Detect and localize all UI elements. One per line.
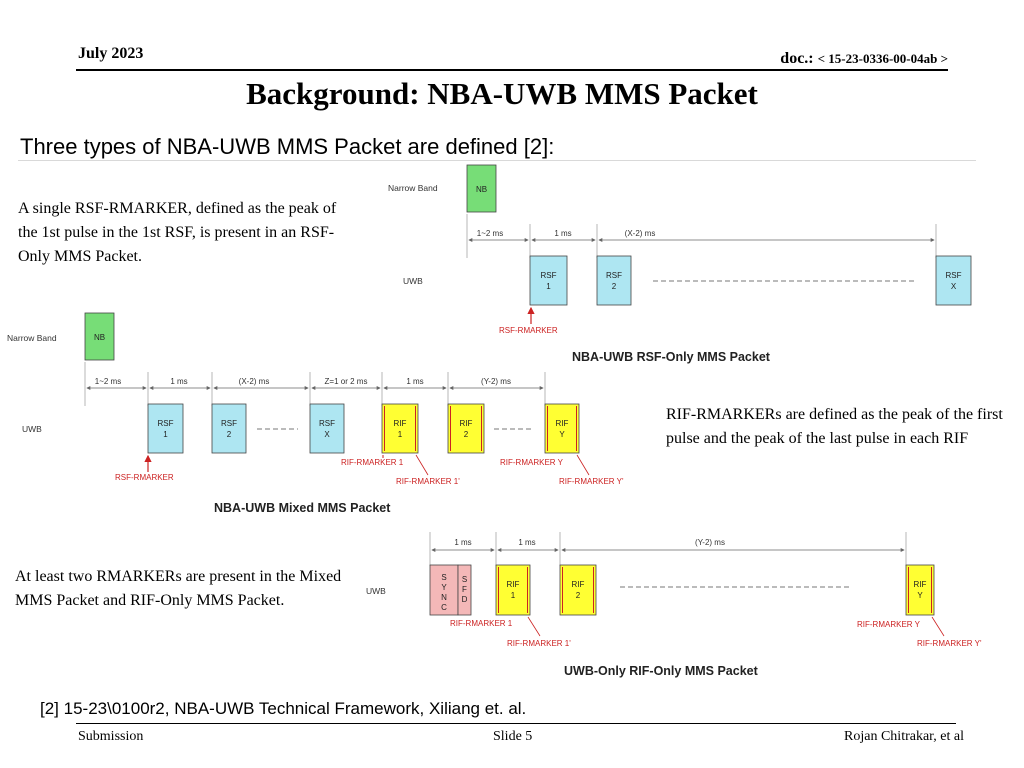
d2-duration-4: Z=1 or 2 ms — [325, 377, 368, 386]
d1-duration-1: 1~2 ms — [477, 229, 503, 238]
d1-rsf2-box — [596, 255, 632, 306]
d2-rif1-label: RIF — [394, 419, 407, 428]
d2-rsf2-index: 2 — [227, 430, 232, 439]
d2-rsf2-box — [211, 403, 247, 454]
d2-rsfx-index: X — [324, 430, 330, 439]
d2-rsf1-index: 1 — [163, 430, 168, 439]
d2-duration-2: 1 ms — [170, 377, 187, 386]
d2-rif1-box — [381, 403, 419, 454]
d1-rsf2-label: RSF — [606, 271, 622, 280]
header-date: July 2023 — [78, 45, 144, 62]
d3-rif1-box — [495, 564, 531, 616]
header-doc-prefix: doc.: — [780, 50, 818, 67]
d2-rif2-box — [447, 403, 485, 454]
d1-rsf1-box — [529, 255, 568, 306]
d1-rsfx-box — [935, 255, 972, 306]
d2-duration-5: 1 ms — [406, 377, 423, 386]
rif-only-diagram: UWB 1 ms 1 ms (Y-2) ms S Y N C S F D RIF… — [366, 532, 982, 678]
d3-sync-char-2: Y — [441, 583, 447, 592]
subtitle-rule — [18, 160, 976, 161]
d2-rif-marker-yp: RIF-RMARKER Y' — [559, 477, 624, 486]
d1-caption: NBA-UWB RSF-Only MMS Packet — [572, 350, 771, 364]
d2-duration-3: (X-2) ms — [239, 377, 270, 386]
d3-rif-marker-yp: RIF-RMARKER Y' — [917, 639, 982, 648]
d1-rsf2-index: 2 — [612, 282, 617, 291]
d2-rif-marker-1p: RIF-RMARKER 1' — [396, 477, 460, 486]
d1-rsfx-label: RSF — [946, 271, 962, 280]
rsf-only-description: A single RSF-RMARKER, defined as the pea… — [18, 200, 337, 265]
d2-rsfx-label: RSF — [319, 419, 335, 428]
d2-rif-marker-1: RIF-RMARKER 1 — [341, 458, 404, 467]
d1-narrow-band-label: Narrow Band — [388, 183, 438, 193]
d2-rsf1-box — [147, 403, 184, 454]
footer-author: Rojan Chitrakar, et al — [844, 729, 964, 744]
d3-duration-3: (Y-2) ms — [695, 538, 725, 547]
d3-duration-2: 1 ms — [518, 538, 535, 547]
d2-nb-box — [84, 312, 115, 361]
header-doc-number: < 15-23-0336-00-04ab > — [817, 51, 948, 66]
d3-sfd-char-1: S — [462, 575, 467, 584]
d3-rify-index: Y — [917, 591, 923, 600]
d2-rif1-index: 1 — [398, 430, 403, 439]
d3-rify-box — [905, 564, 935, 616]
reference-citation: [2] 15-23\0100r2, NBA-UWB Technical Fram… — [40, 699, 527, 718]
d1-rsf1-label: RSF — [541, 271, 557, 280]
d2-caption: NBA-UWB Mixed MMS Packet — [214, 501, 391, 515]
d3-sync-box — [429, 564, 459, 616]
d3-caption: UWB-Only RIF-Only MMS Packet — [564, 664, 759, 678]
d2-rify-index: Y — [559, 430, 565, 439]
d3-sync-char-4: C — [441, 603, 447, 612]
d2-rsf2-label: RSF — [221, 419, 237, 428]
d3-sync-char-3: N — [441, 593, 447, 602]
d1-nb-text: NB — [476, 185, 487, 194]
d3-rif-marker-y: RIF-RMARKER Y — [857, 620, 921, 629]
d3-sfd-char-2: F — [462, 585, 467, 594]
d3-uwb-label: UWB — [366, 586, 386, 596]
footer-rule — [76, 723, 956, 724]
d3-duration-1: 1 ms — [454, 538, 471, 547]
d1-nb-box — [466, 164, 497, 213]
d3-sync-char-1: S — [441, 573, 446, 582]
d3-rif1-index: 1 — [511, 591, 516, 600]
d2-rify-label: RIF — [556, 419, 569, 428]
d3-rif2-index: 2 — [576, 591, 581, 600]
d2-rsfx-box — [309, 403, 345, 454]
slide-subtitle: Three types of NBA-UWB MMS Packet are de… — [20, 134, 555, 159]
d3-rif2-label: RIF — [572, 580, 585, 589]
d3-rif-marker-1p: RIF-RMARKER 1' — [507, 639, 571, 648]
rif-rmarker-description: RIF-RMARKERs are defined as the peak of … — [666, 406, 1003, 447]
d2-duration-6: (Y-2) ms — [481, 377, 511, 386]
d2-rify-box — [544, 403, 580, 454]
d1-rsf1-index: 1 — [546, 282, 551, 291]
footer-slide-number: Slide 5 — [493, 729, 533, 744]
slide-title: Background: NBA-UWB MMS Packet — [246, 76, 758, 111]
d3-sfd-box — [457, 564, 472, 616]
d3-rif-marker-1: RIF-RMARKER 1 — [450, 619, 513, 628]
d3-rify-label: RIF — [914, 580, 927, 589]
d2-narrow-band-label: Narrow Band — [7, 333, 57, 343]
d1-uwb-label: UWB — [403, 276, 423, 286]
header-doc: doc.: < 15-23-0336-00-04ab > — [780, 50, 948, 68]
d2-duration-1: 1~2 ms — [95, 377, 121, 386]
d2-rif-marker-y: RIF-RMARKER Y — [500, 458, 564, 467]
header-rule — [76, 69, 948, 71]
d2-rsf-marker-label: RSF-RMARKER — [115, 473, 174, 482]
rsf-only-diagram: Narrow Band UWB NB 1~2 ms 1 ms (X-2) ms … — [388, 164, 972, 364]
d1-duration-2: 1 ms — [554, 229, 571, 238]
d2-uwb-label: UWB — [22, 424, 42, 434]
d3-sfd-char-3: D — [462, 595, 468, 604]
d3-rif1-label: RIF — [507, 580, 520, 589]
d1-rsf-marker-label: RSF-RMARKER — [499, 326, 558, 335]
d3-rif2-box — [559, 564, 597, 616]
d2-rif2-label: RIF — [460, 419, 473, 428]
mixed-diagram: Narrow Band UWB NB 1~2 ms 1 ms (X-2) ms … — [7, 312, 624, 515]
d2-nb-text: NB — [94, 333, 105, 342]
footer-submission: Submission — [78, 729, 144, 744]
d2-rsf1-label: RSF — [158, 419, 174, 428]
d1-duration-3: (X-2) ms — [625, 229, 656, 238]
d1-rsfx-index: X — [951, 282, 957, 291]
rmarker-count-description: At least two RMARKERs are present in the… — [15, 568, 342, 609]
d2-rif2-index: 2 — [464, 430, 469, 439]
